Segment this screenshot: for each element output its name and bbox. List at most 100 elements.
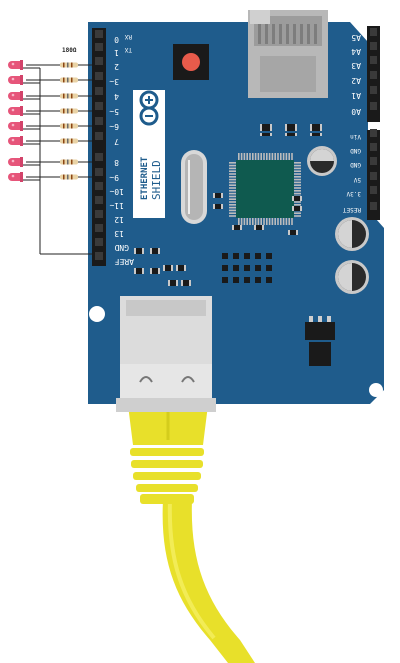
header-pin (370, 56, 377, 64)
resistor (60, 123, 78, 129)
pin-label-2: 2 (114, 62, 119, 71)
pin-label-gnd: GND (350, 161, 361, 168)
pin-label-12: 12 (114, 215, 124, 224)
capacitor (335, 260, 369, 294)
pin-label-gnd: GND (350, 147, 361, 154)
pin-label-3: 3~ (109, 77, 119, 86)
sd-card-slot (248, 10, 328, 98)
led-circuit (8, 60, 92, 255)
led (8, 75, 23, 85)
mounting-hole (369, 383, 383, 397)
pin-label-11: 11~ (109, 201, 124, 210)
header-pin (95, 87, 103, 95)
header-pin (370, 186, 377, 194)
pin-label-a4: A4 (351, 47, 361, 56)
mounting-hole (148, 6, 164, 22)
tx-label: TX (124, 46, 132, 53)
pin-label-13: 13 (114, 229, 124, 238)
pin-label-reset: RESET (343, 206, 361, 213)
pin-label-10: 10~ (109, 187, 124, 196)
pin-label-7: 7 (114, 137, 119, 146)
header-pin (95, 72, 103, 80)
led (8, 121, 23, 131)
header-pin (370, 86, 377, 94)
led (8, 172, 23, 182)
header-pin (95, 117, 103, 125)
header-pin (370, 143, 377, 151)
crystal-oscillator (181, 150, 207, 224)
reset-button (173, 44, 209, 80)
pin-label-vin: Vin (350, 133, 361, 140)
right-header-pins (370, 28, 377, 210)
resistor-value-label: 180Ω (62, 47, 77, 54)
pin-label-5v: 5V (353, 176, 361, 183)
rj45-plug (128, 405, 208, 504)
header-pin (95, 168, 103, 176)
pin-label-6: 6~ (109, 122, 119, 131)
pin-label-0: 0 (114, 35, 119, 44)
header-pin (370, 157, 377, 165)
logo-line2: SHIELD (150, 160, 163, 200)
rx-label: RX (124, 33, 132, 40)
wiznet-chip (229, 153, 301, 225)
led (8, 91, 23, 101)
mounting-hole (96, 6, 112, 22)
resistor (60, 77, 78, 83)
header-pin (95, 30, 103, 38)
header-pin (95, 238, 103, 246)
pin-label-8: 8 (114, 158, 119, 167)
header-pin (370, 28, 377, 36)
pin-label-a0: A0 (351, 107, 361, 116)
ethernet-cable (162, 499, 255, 663)
smd-components (134, 124, 322, 286)
ethernet-shield-logo: ETHERNET SHIELD (133, 90, 165, 218)
header-pin (95, 57, 103, 65)
header-pin (370, 102, 377, 110)
led (8, 60, 23, 70)
header-pin (95, 102, 103, 110)
pin-label-a2: A2 (351, 76, 361, 85)
led (8, 136, 23, 146)
resistor (60, 159, 78, 165)
header-pin (95, 210, 103, 218)
header-pin (370, 129, 377, 137)
capacitor (307, 146, 337, 176)
resistor (60, 62, 78, 68)
mounting-hole (340, 6, 356, 22)
pin-label-9: 9~ (109, 173, 119, 182)
left-header-pins (95, 30, 103, 260)
pin-label-a3: A3 (351, 61, 361, 70)
rj45-jack (116, 296, 216, 412)
pin-label-aref: AREF (115, 257, 134, 266)
resistor (60, 93, 78, 99)
header-pin (95, 43, 103, 51)
resistor (60, 108, 78, 114)
led (8, 106, 23, 116)
header-pin (370, 202, 377, 210)
pin-label-a5: A5 (351, 33, 361, 42)
pin-label-4: 4 (114, 92, 119, 101)
mounting-hole (89, 306, 105, 322)
voltage-regulator (305, 316, 335, 366)
resistor (60, 174, 78, 180)
header-pin (95, 132, 103, 140)
capacitor (335, 217, 369, 251)
pin-label-5: 5~ (109, 107, 119, 116)
header-pin (95, 224, 103, 232)
led (8, 157, 23, 167)
header-pin (95, 182, 103, 190)
pin-label-33v: 3.3V (346, 190, 361, 197)
pin-label-1: 1 (114, 48, 119, 57)
header-pin (370, 71, 377, 79)
pin-label-gnd: GND (114, 243, 129, 252)
header-pin (95, 153, 103, 161)
header-pin (370, 172, 377, 180)
resistor (60, 138, 78, 144)
header-pin (95, 252, 103, 260)
logo-line1: ETHERNET (140, 156, 150, 200)
header-pin (95, 196, 103, 204)
pin-label-a1: A1 (351, 91, 361, 100)
